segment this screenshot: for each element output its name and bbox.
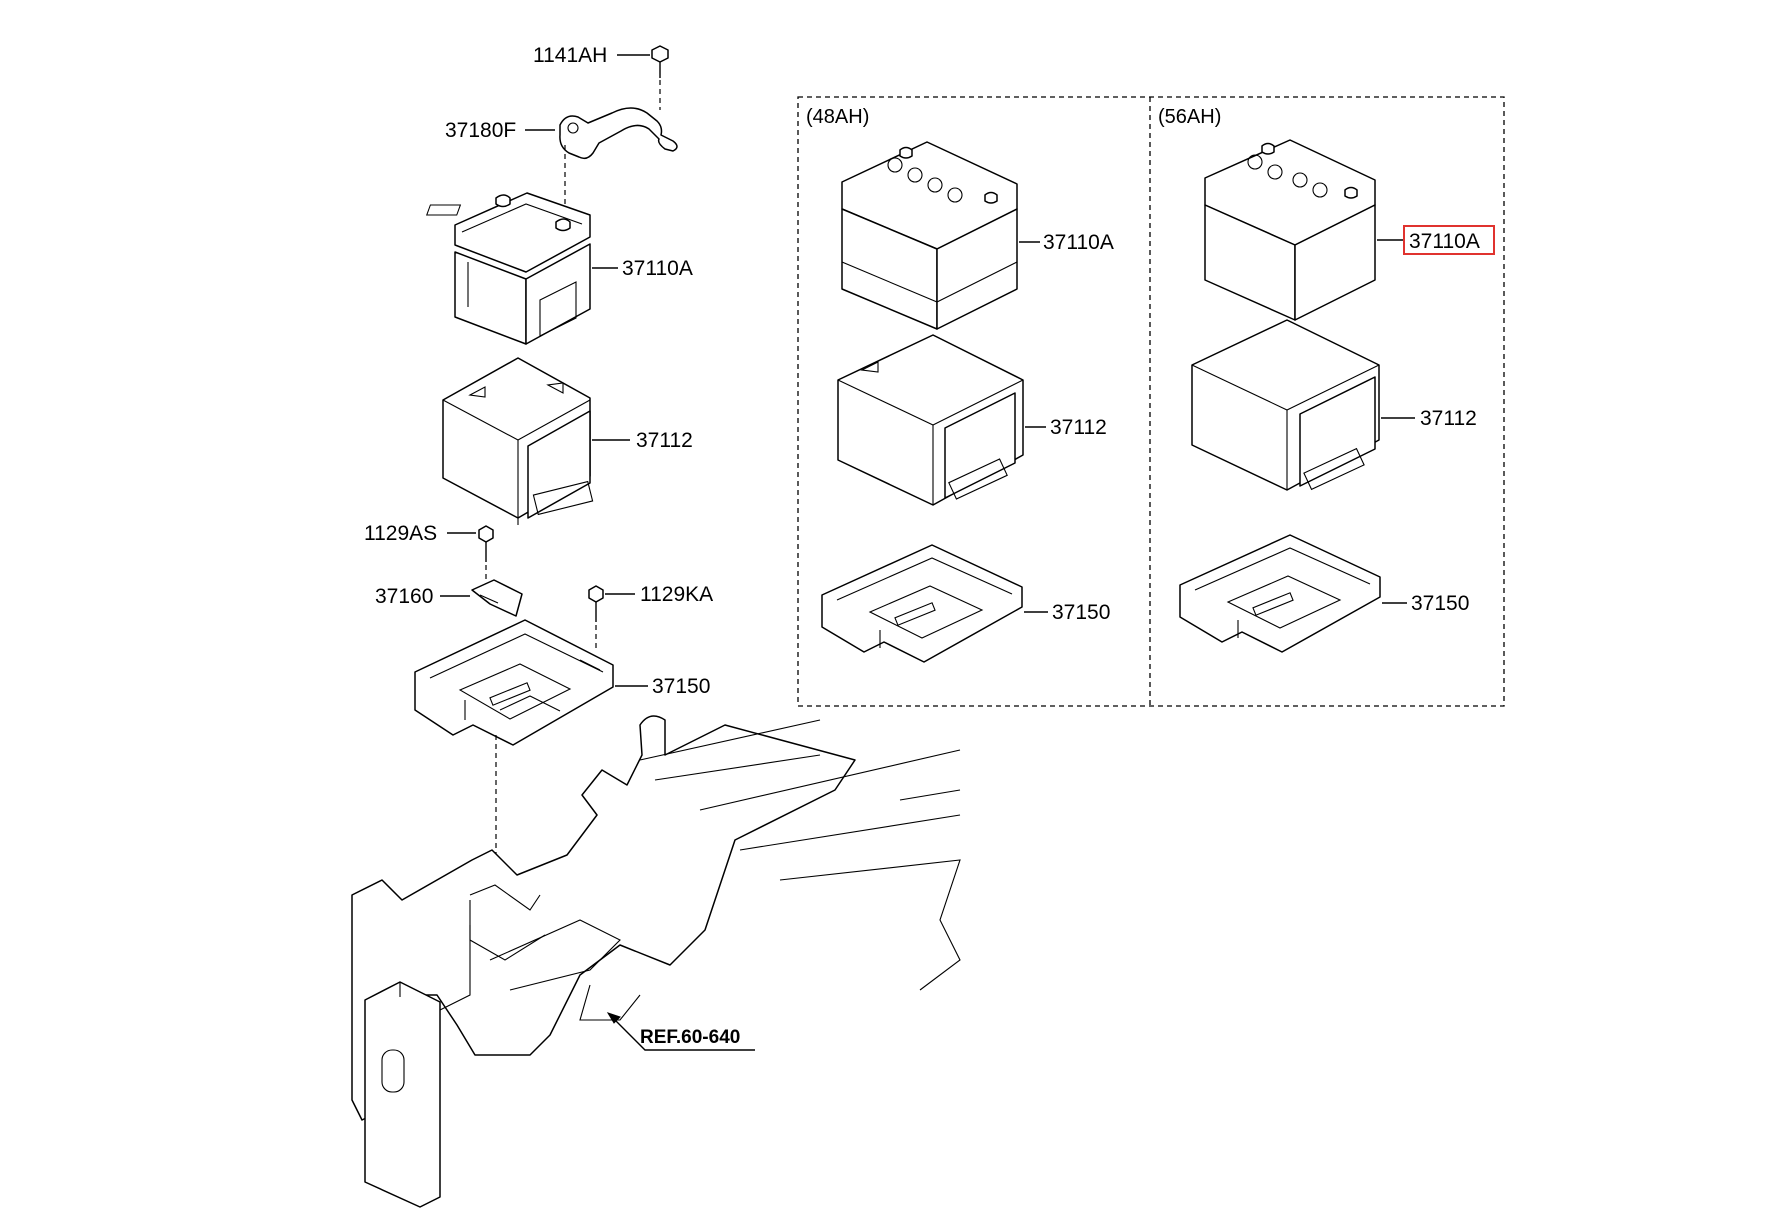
group-title-48ah: (48AH) (806, 106, 869, 128)
battery-37110a-drawing[interactable] (425, 192, 591, 345)
part-label-37150-48ah[interactable]: 37150 (1052, 601, 1110, 624)
vehicle-body-outline (351, 715, 961, 1208)
bracket-37160-drawing[interactable] (471, 579, 523, 617)
part-label-37180f[interactable]: 37180F (445, 119, 516, 142)
bolt-1129ka-drawing[interactable] (588, 585, 604, 622)
insulator-56ah-drawing[interactable] (1191, 319, 1380, 491)
part-label-37112-56ah[interactable]: 37112 (1420, 407, 1477, 430)
battery-48ah-drawing[interactable] (841, 141, 1018, 330)
bolt-1129as-drawing[interactable] (478, 525, 494, 562)
part-label-37112-main[interactable]: 37112 (636, 429, 693, 452)
battery-56ah-drawing[interactable] (1204, 139, 1376, 321)
part-label-37112-48ah[interactable]: 37112 (1050, 416, 1107, 439)
ref-arrow (606, 1012, 755, 1051)
part-label-1141ah[interactable]: 1141AH (533, 44, 607, 67)
tray-37150-drawing[interactable] (414, 619, 614, 746)
group-title-56ah: (56AH) (1158, 106, 1221, 128)
insulator-37112-drawing[interactable] (442, 357, 594, 525)
part-label-37150-56ah[interactable]: 37150 (1411, 592, 1469, 615)
insulator-48ah-drawing[interactable] (837, 334, 1024, 506)
highlight-box-37110a-56ah (1403, 225, 1495, 255)
tray-56ah-drawing[interactable] (1179, 534, 1381, 653)
tray-48ah-drawing[interactable] (821, 544, 1023, 663)
part-label-37110a-56ah[interactable]: 37110A (1409, 230, 1480, 253)
part-label-1129as[interactable]: 1129AS (364, 522, 437, 545)
terminal-cable-37180f-drawing[interactable] (559, 107, 678, 160)
part-label-1129ka[interactable]: 1129KA (640, 583, 713, 606)
bolt-1141ah-drawing[interactable] (651, 45, 669, 78)
part-label-37150-main[interactable]: 37150 (652, 675, 710, 698)
part-label-37110a-main[interactable]: 37110A (622, 257, 693, 280)
part-label-37110a-48ah[interactable]: 37110A (1043, 231, 1114, 254)
ref-label[interactable]: REF.60-640 (640, 1027, 740, 1048)
part-label-37160[interactable]: 37160 (375, 585, 433, 608)
battery-options-box (797, 96, 1505, 707)
